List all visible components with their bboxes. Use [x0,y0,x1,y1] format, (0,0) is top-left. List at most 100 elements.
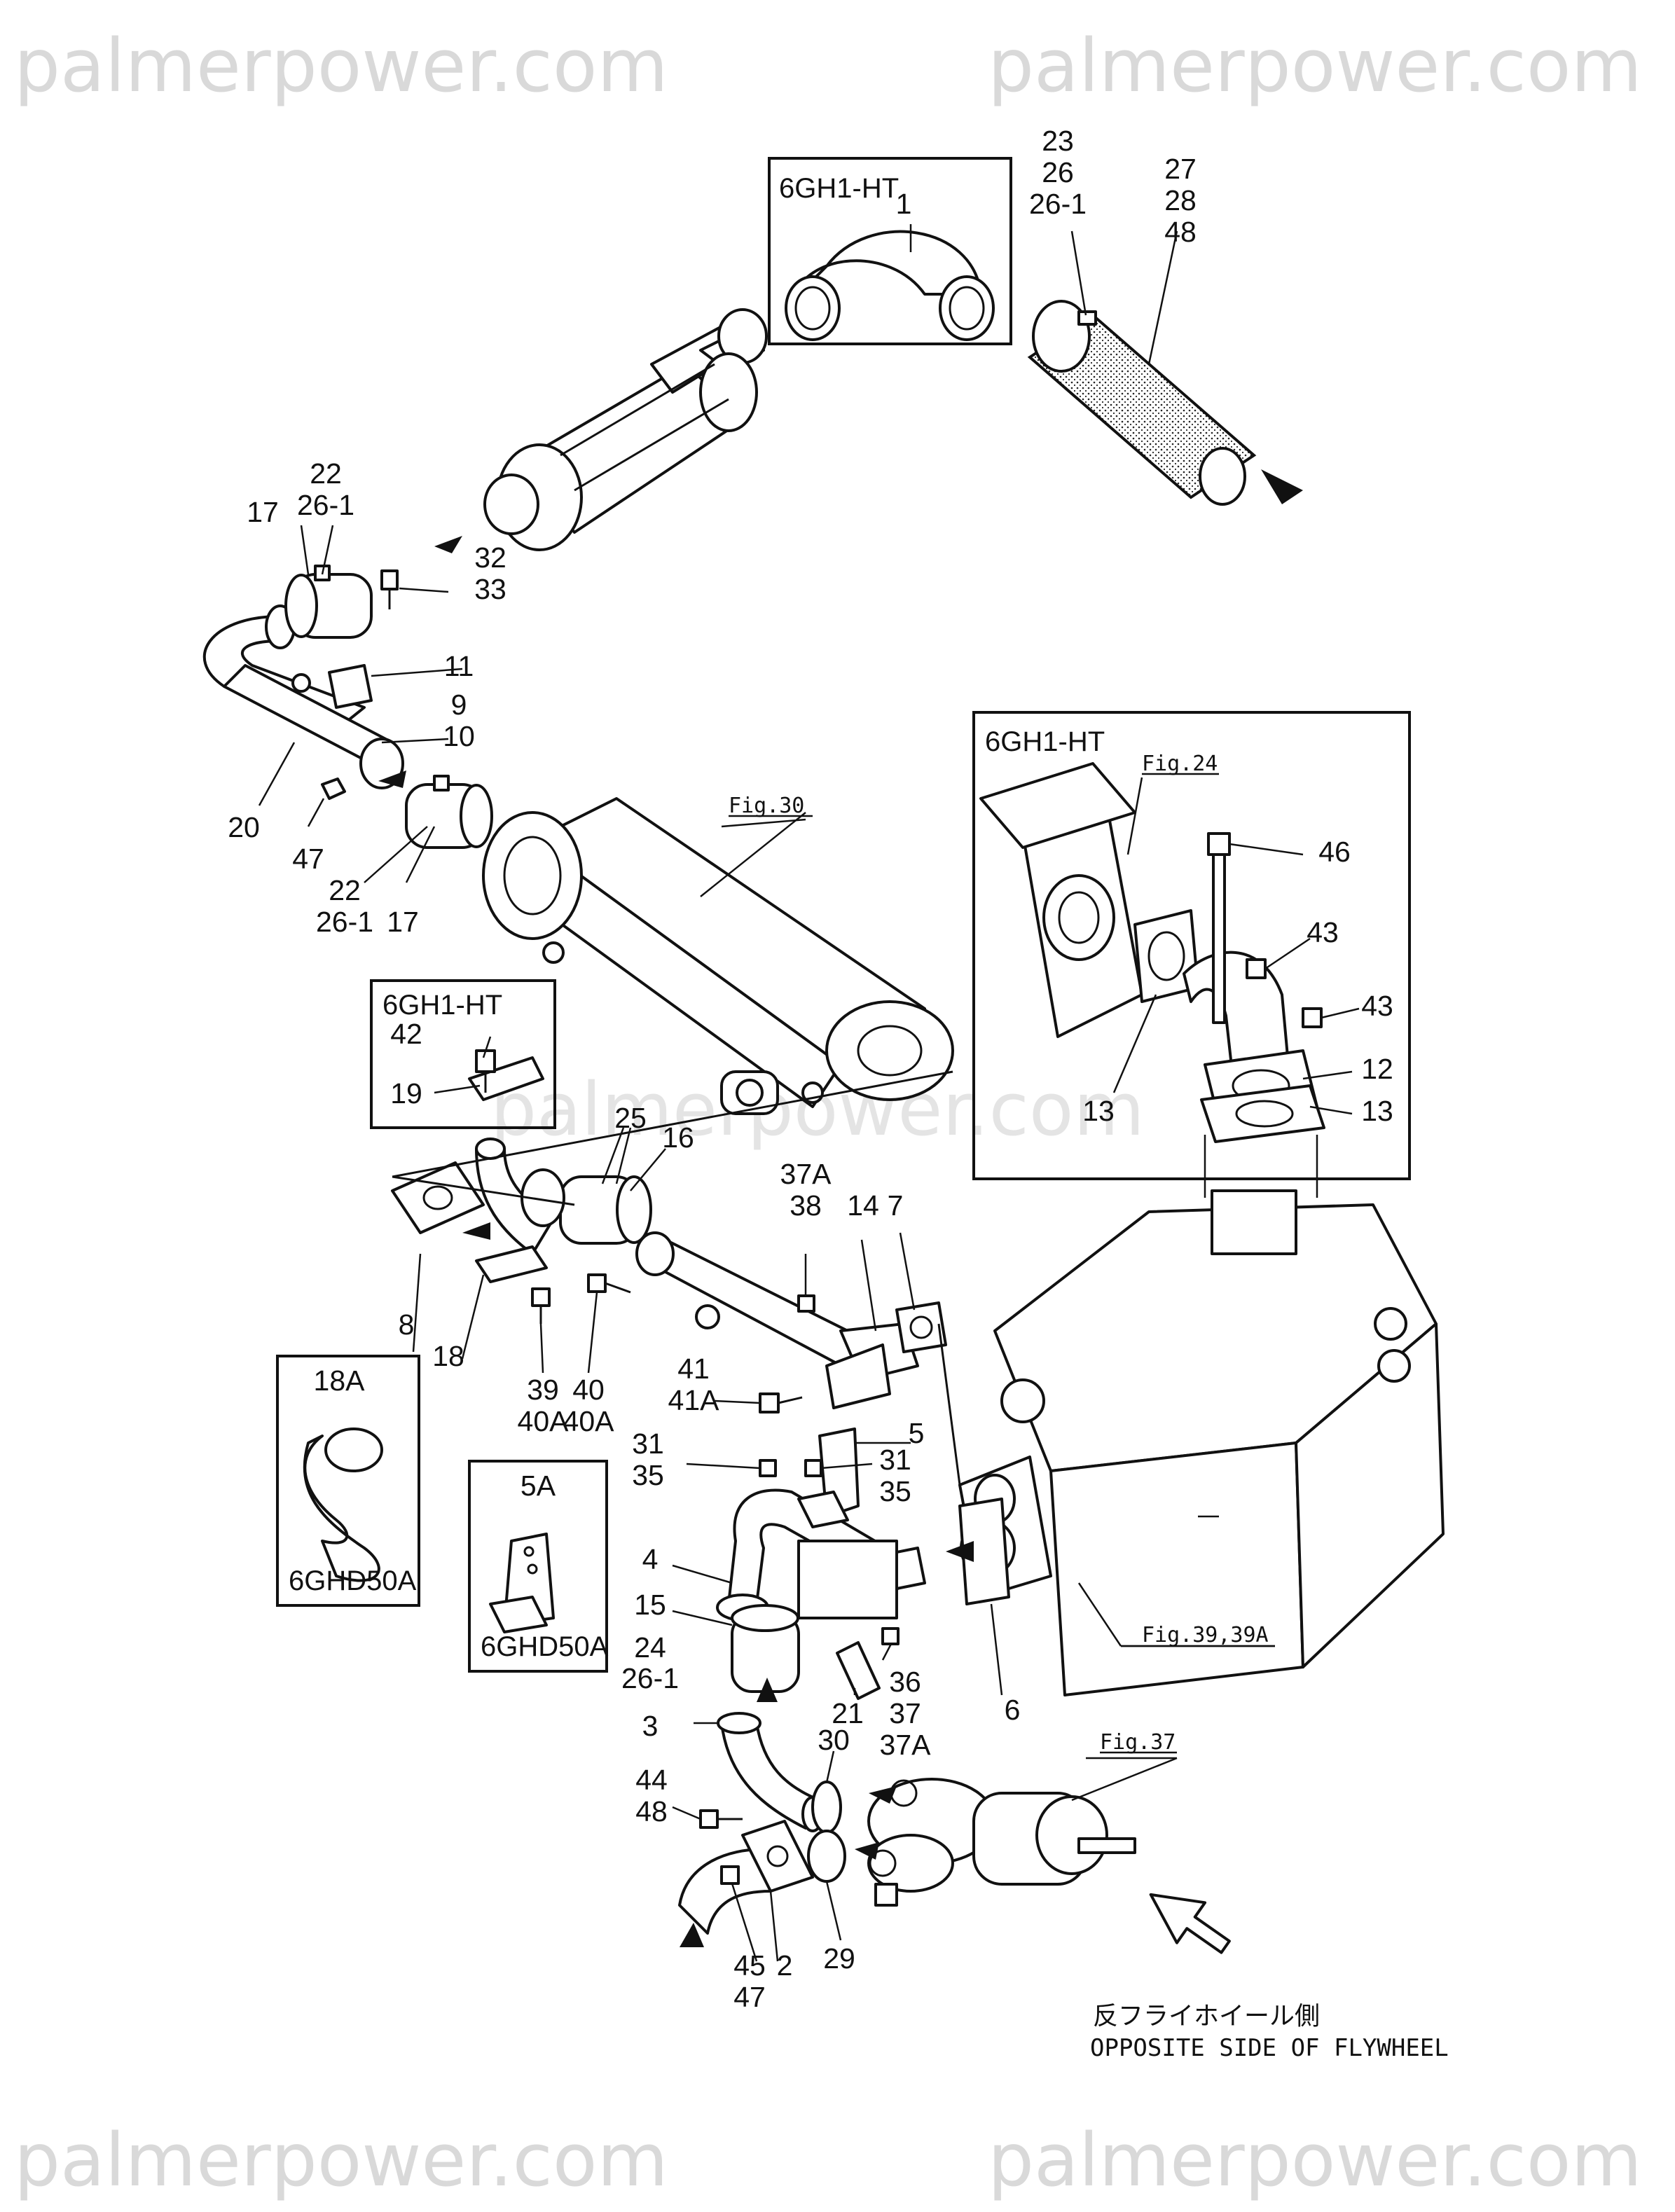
bracket-11 [291,664,373,709]
callout-1: 1 [896,188,912,220]
callout-39: 39 40A [518,1374,570,1437]
callout-26-1-line3: 26-1 [1029,188,1087,220]
box-6gh1-ht-elbow-title: 6GH1-HT [779,173,899,204]
arrow-clamp-icon [378,770,406,788]
callout-44-line1: 44 [635,1764,668,1796]
callout-13-right: 13 [1361,1095,1393,1127]
callout-47: 47 [292,843,324,875]
callout-18: 18 [432,1340,464,1372]
callout-26-1-top-line2: 26-1 [297,489,354,521]
arrow-pump-in-icon [869,1786,897,1804]
engine-block [958,1189,1445,1696]
callout-17-bottom: 17 [387,906,419,938]
fig-ref-30: Fig.30 [729,794,804,818]
watermark-top-left: palmerpower.com [14,23,668,109]
box-6gh1-ht-outlet-title: 6GH1-HT [985,726,1105,757]
arrow-elbow-icon [462,1222,490,1240]
callout-21: 21 [832,1697,864,1729]
bolt-40 [587,1273,631,1294]
callout-26-line2: 26 [1042,156,1074,188]
turbo-housing [979,762,1143,1038]
callout-31-left: 31 35 [632,1428,664,1491]
callout-44: 44 48 [635,1764,668,1827]
callout-37-line2: 37 [889,1697,921,1729]
callout-37a-c36-line3: 37A [880,1729,932,1761]
callout-45: 45 47 [733,1949,766,2013]
bracket-5a [489,1533,555,1633]
callout-16: 16 [662,1121,694,1154]
callout-5a: 5A [521,1470,556,1502]
callout-9: 9 10 [443,689,475,752]
callout-24-line2: 24 [634,1631,666,1664]
clamp-15 [731,1604,800,1693]
callout-46: 46 [1318,836,1351,868]
callout-12: 12 [1361,1053,1393,1085]
box-6ghd50a-elbow [276,1355,420,1607]
bolt-43b [1302,1007,1323,1028]
callout-15: 15 24 26-1 [621,1589,679,1694]
fig-ref-39: Fig.39,39A [1142,1623,1269,1647]
water-pump [867,1778,1136,1907]
bolt-41 [759,1392,803,1413]
bracket-5 [797,1428,860,1528]
callout-10-line2: 10 [443,720,475,752]
callout-23-line1: 23 [1042,125,1074,157]
elbow-18 [391,1138,565,1283]
watermark-bottom-right: palmerpower.com [988,2117,1642,2203]
box-6ghd50a-bracket [468,1460,608,1673]
callout-47-c45-line2: 47 [733,1981,766,2013]
hose-clamp-bottom [405,775,493,849]
callout-36: 36 37 37A [880,1666,932,1761]
callout-labels: 1 23 26 26-1 27 28 48 22 26-1 17 32 33 1… [228,125,1393,2013]
callout-27-line1: 27 [1164,153,1197,185]
callout-35-left-line2: 35 [632,1459,664,1491]
o-ring-29 [807,1830,846,1883]
bolt-46 [1207,832,1231,1024]
elbow-18a [303,1428,383,1582]
callout-38-line2: 38 [790,1189,822,1222]
callout-28-line2: 28 [1164,184,1197,216]
callout-43-lower: 43 [1361,990,1393,1022]
gasket-6 [958,1498,1010,1605]
callout-40a-b-line2: 40A [563,1405,615,1437]
pipe-2 [678,1820,814,1935]
callout-29: 29 [823,1942,855,1975]
callout-42: 42 [390,1018,422,1050]
bolt-32 [380,569,399,609]
callout-22-top: 22 26-1 [297,457,354,521]
fig-ref-37: Fig.37 [1100,1730,1176,1755]
callout-37a: 37A 38 [780,1158,832,1222]
callout-25: 25 [614,1102,647,1134]
callout-13-left: 13 [1082,1095,1115,1127]
callout-32: 32 33 [474,541,506,605]
callout-41-line1: 41 [677,1353,710,1385]
callout-22-bottom: 22 26-1 [316,874,373,938]
bolt-44 [699,1809,743,1829]
fig-ref-24: Fig.24 [1142,752,1218,776]
arrow-outlet-icon [1261,469,1303,504]
watermark-bottom-left: palmerpower.com [14,2117,668,2203]
exhaust-manifold [482,797,954,1115]
clamp-17-assembly [559,1175,652,1245]
bolt-36 [881,1627,899,1645]
callout-20: 20 [228,811,260,843]
callout-8: 8 [399,1308,415,1341]
muffler [483,308,768,551]
callout-37a-line1: 37A [780,1158,832,1190]
callout-26-1-c15-line3: 26-1 [621,1662,679,1694]
callout-35-right-line2: 35 [879,1475,911,1507]
callout-2: 2 [777,1949,793,1982]
callout-14: 14 [847,1189,879,1222]
pipe-3 [717,1712,824,1832]
nut-47 [321,777,346,800]
callout-43-upper: 43 [1307,916,1339,948]
o-ring-30 [811,1781,842,1834]
callout-30: 30 [818,1724,850,1756]
callout-19: 19 [390,1077,422,1110]
callout-48-line3: 48 [1164,216,1197,248]
box-6ghd50a-elbow-title: 6GHD50A [289,1565,417,1596]
callout-3: 3 [642,1710,659,1742]
callout-27: 27 28 48 [1164,153,1197,248]
callout-31-right: 31 35 [879,1444,911,1507]
